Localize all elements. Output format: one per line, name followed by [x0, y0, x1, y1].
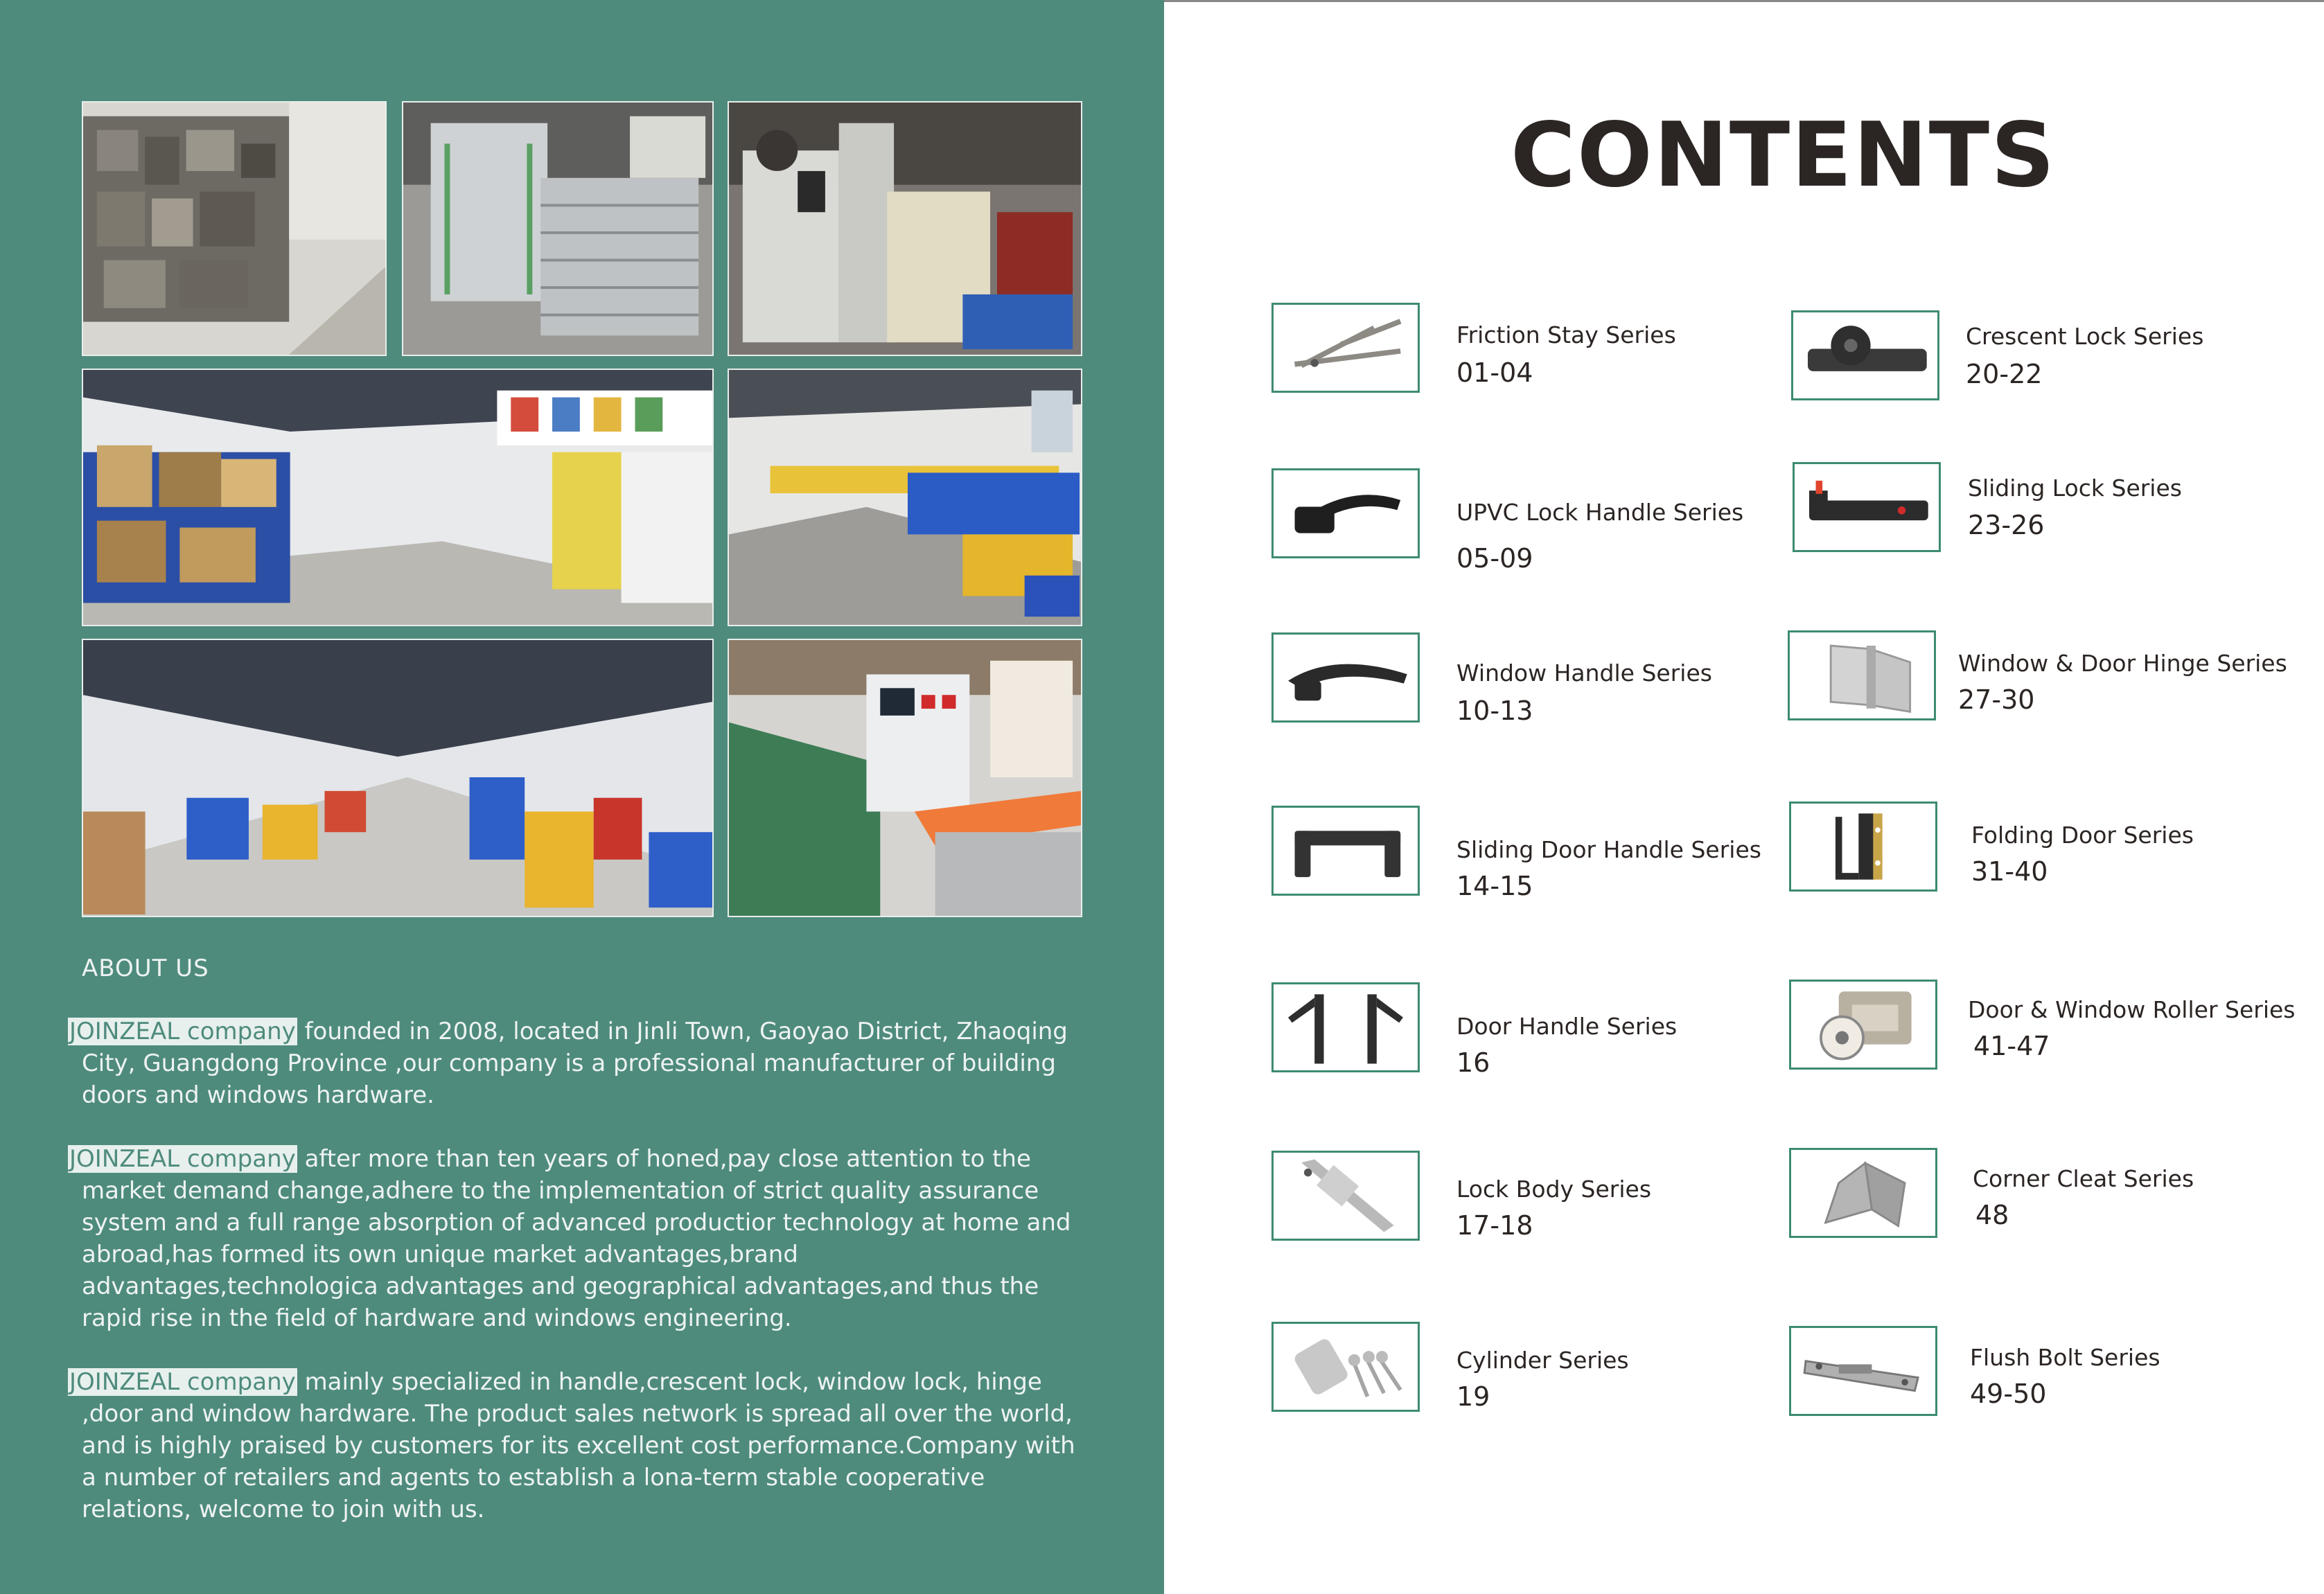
aluminum-ingots-photo: [402, 101, 714, 356]
about-paragraph-text: founded in 2008, located in Jinli Town, …: [82, 1018, 1068, 1109]
contents-entry-title: Sliding Lock Series: [1968, 475, 2182, 502]
contents-entry-title: Door & Window Roller Series: [1968, 996, 2296, 1023]
packing-machine-photo: [728, 639, 1082, 917]
contents-entry-pages: 14-15: [1456, 871, 1533, 901]
corner-cleat-icon: [1789, 1148, 1937, 1238]
about-paragraph-text: after more than ten years of honed,pay c…: [82, 1145, 1071, 1332]
crate-workshop-photo: [728, 369, 1082, 626]
contents-entry-pages: 27-30: [1958, 684, 2035, 715]
window-handle-icon: [1271, 632, 1420, 723]
door-handle-icon: [1271, 982, 1420, 1072]
crescent-lock-icon: [1791, 310, 1939, 400]
contents-entry-pages: 01-04: [1456, 357, 1533, 388]
contents-entry-pages: 16: [1456, 1047, 1490, 1078]
contents-entry-title: Crescent Lock Series: [1966, 323, 2204, 350]
sliding-door-handle-icon: [1271, 806, 1420, 896]
contents-entry-title: Window & Door Hinge Series: [1958, 650, 2287, 677]
about-paragraph-2: JOINZEAL company after more than ten yea…: [68, 1143, 1093, 1334]
contents-entry-pages: 10-13: [1456, 696, 1533, 726]
lock-body-icon: [1271, 1151, 1420, 1241]
contents-entry-title: Flush Bolt Series: [1970, 1344, 2160, 1371]
mold-storage-photo: [82, 101, 387, 356]
about-paragraph-1: JOINZEAL company founded in 2008, locate…: [68, 1016, 1093, 1111]
contents-entry-title: Folding Door Series: [1971, 822, 2194, 849]
contents-entry-pages: 23-26: [1968, 510, 2045, 540]
company-name-highlight: JOINZEAL company: [68, 1145, 297, 1173]
about-heading: ABOUT US: [82, 955, 209, 982]
contents-entry-title: Lock Body Series: [1456, 1176, 1652, 1203]
about-paragraph-3: JOINZEAL company mainly specialized in h…: [68, 1366, 1093, 1525]
company-name-highlight: JOINZEAL company: [68, 1368, 297, 1396]
upvc-handle-icon: [1271, 468, 1420, 558]
contents-entry-title: UPVC Lock Handle Series: [1456, 499, 1744, 526]
contents-entry-title: Door Handle Series: [1456, 1013, 1678, 1040]
contents-entry-pages: 48: [1975, 1200, 2009, 1230]
contents-entry-pages: 17-18: [1456, 1210, 1533, 1241]
sliding-lock-icon: [1793, 462, 1941, 552]
contents-entry-title: Cylinder Series: [1456, 1347, 1629, 1374]
contents-entry-pages: 20-22: [1966, 359, 2043, 389]
contents-entry-pages: 31-40: [1971, 856, 2048, 887]
hinge-icon: [1788, 630, 1936, 720]
contents-entry-title: Corner Cleat Series: [1973, 1165, 2194, 1192]
roller-icon: [1789, 980, 1937, 1070]
company-name-highlight: JOINZEAL company: [68, 1018, 297, 1045]
contents-title: CONTENTS: [1511, 104, 2057, 207]
cylinder-icon: [1271, 1322, 1420, 1412]
assembly-hall-photo: [82, 639, 714, 917]
machine-cabinet-photo: [728, 101, 1082, 356]
friction-stay-icon: [1271, 303, 1420, 393]
contents-entry-pages: 05-09: [1456, 543, 1533, 574]
contents-entry-pages: 41-47: [1973, 1031, 2050, 1061]
folding-door-icon: [1789, 802, 1937, 892]
contents-entry-title: Window Handle Series: [1456, 659, 1712, 687]
about-panel: ABOUT US JOINZEAL company founded in 200…: [0, 0, 1164, 1594]
contents-entry-pages: 19: [1456, 1381, 1490, 1412]
contents-entry-title: Friction Stay Series: [1456, 321, 1676, 348]
warehouse-shelves-photo: [82, 369, 714, 626]
flush-bolt-icon: [1789, 1326, 1937, 1416]
about-paragraph-text: mainly specialized in handle,crescent lo…: [82, 1368, 1075, 1523]
contents-entry-pages: 49-50: [1970, 1379, 2047, 1409]
contents-entry-title: Sliding Door Handle Series: [1456, 836, 1761, 863]
